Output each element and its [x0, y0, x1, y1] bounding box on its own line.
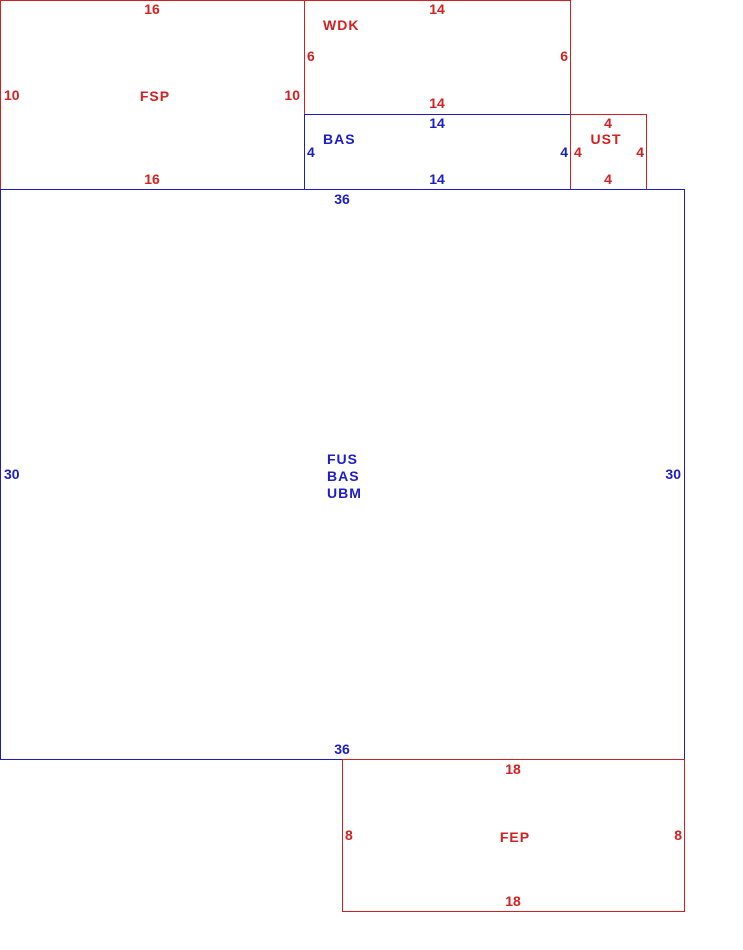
area-fep-left-dim: 8 — [345, 827, 353, 843]
area-ust: 4 4 4 4 UST — [570, 114, 647, 190]
area-main-code-3: UBM — [327, 485, 362, 501]
area-main-bottom-dim: 36 — [334, 741, 350, 757]
area-fsp-right-dim: 10 — [284, 87, 300, 103]
area-bas-small-code: BAS — [323, 131, 356, 147]
area-main: 36 36 30 30 FUS BAS UBM — [0, 189, 685, 760]
area-fep-top-dim: 18 — [505, 761, 521, 777]
area-ust-top-dim: 4 — [604, 115, 612, 131]
area-wdk-right-dim: 6 — [560, 48, 568, 64]
area-fep: 18 18 8 8 FEP — [342, 759, 685, 912]
area-fep-outline — [342, 759, 685, 912]
area-ust-bottom-dim: 4 — [604, 171, 612, 187]
area-fep-right-dim: 8 — [674, 827, 682, 843]
area-wdk-code: WDK — [323, 17, 359, 33]
area-fsp: 16 16 10 10 FSP — [0, 0, 305, 190]
area-fsp-code: FSP — [140, 88, 170, 104]
area-ust-right-dim: 4 — [636, 144, 644, 160]
area-bas-small-top-dim: 14 — [429, 115, 445, 131]
area-wdk: 14 14 6 6 WDK — [304, 0, 571, 115]
area-wdk-bottom-dim: 14 — [429, 95, 445, 111]
area-ust-left-dim: 4 — [574, 144, 582, 160]
area-wdk-top-dim: 14 — [429, 1, 445, 17]
area-fep-code: FEP — [500, 829, 530, 845]
area-bas-small-right-dim: 4 — [560, 144, 568, 160]
area-wdk-left-dim: 6 — [307, 48, 315, 64]
area-main-right-dim: 30 — [665, 466, 681, 482]
area-fsp-top-dim: 16 — [144, 1, 160, 17]
area-bas-small-left-dim: 4 — [307, 144, 315, 160]
area-bas-small: 14 14 4 4 BAS — [304, 114, 571, 190]
area-main-code-1: FUS — [327, 451, 358, 467]
area-main-top-dim: 36 — [334, 191, 350, 207]
area-fsp-left-dim: 10 — [4, 87, 20, 103]
area-ust-code: UST — [591, 131, 622, 147]
area-fsp-bottom-dim: 16 — [144, 171, 160, 187]
area-main-left-dim: 30 — [4, 466, 20, 482]
area-fep-bottom-dim: 18 — [505, 893, 521, 909]
area-main-code-2: BAS — [327, 468, 360, 484]
area-bas-small-bottom-dim: 14 — [429, 171, 445, 187]
